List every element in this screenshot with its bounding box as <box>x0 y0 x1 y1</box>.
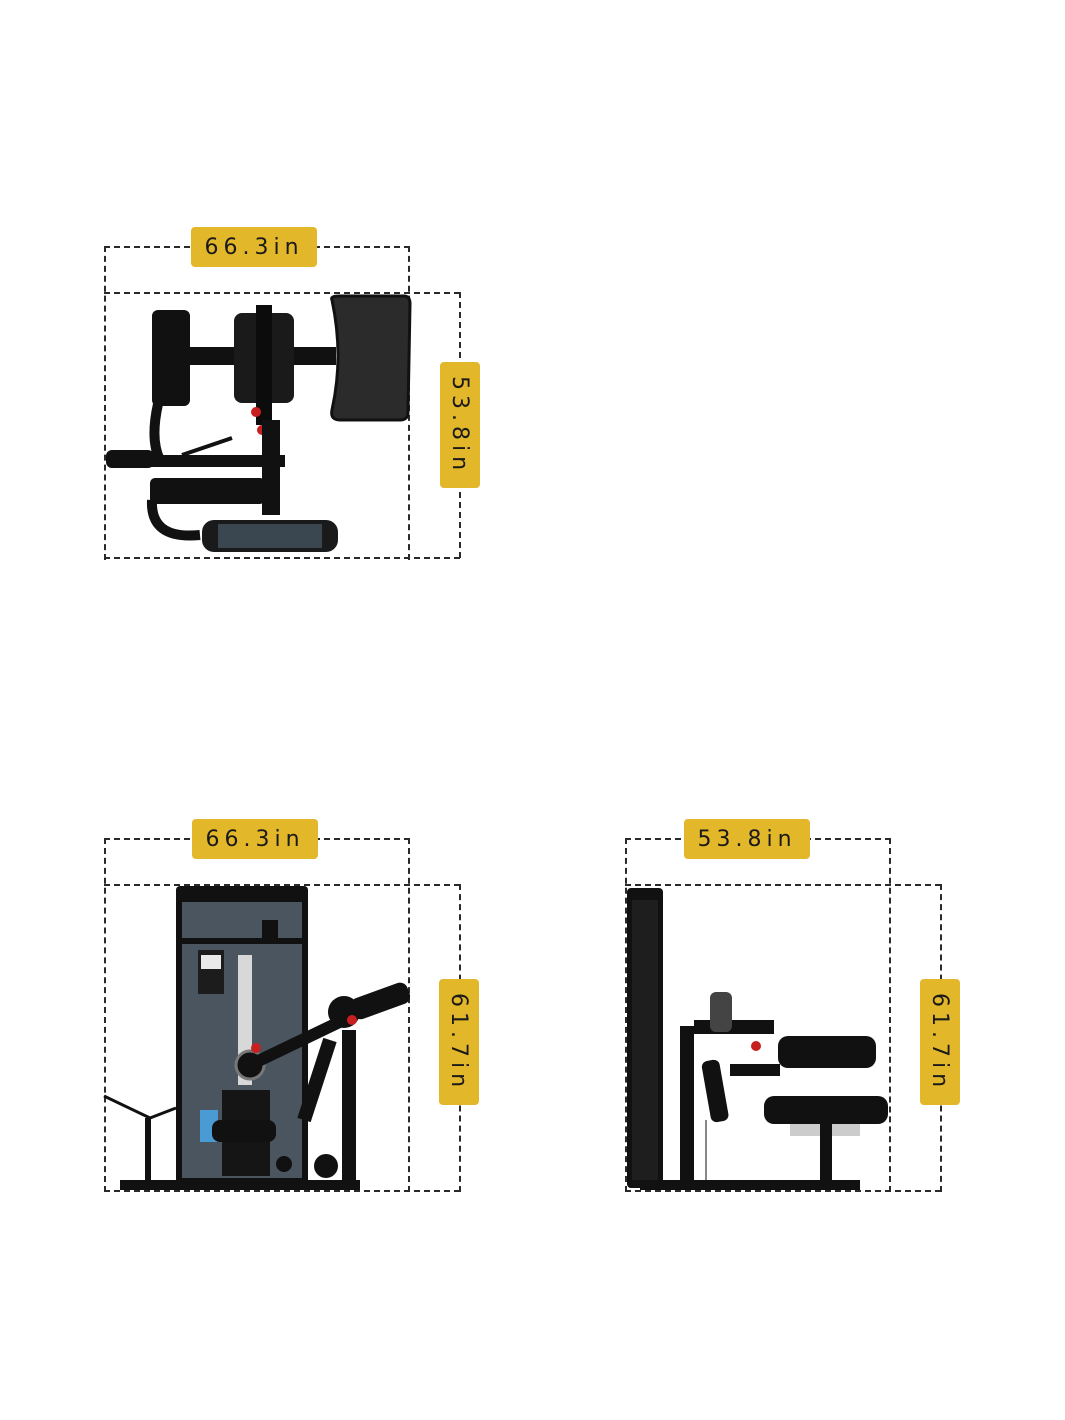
top-depth-label: 53.8in <box>440 362 480 488</box>
front-width-label-text: 66.3in <box>205 826 305 852</box>
top-width-left-tick <box>104 246 106 560</box>
side-width-label-text: 53.8in <box>697 826 797 852</box>
side-height-bottom-line <box>625 1190 941 1192</box>
side-height-top-line <box>625 884 941 886</box>
side-width-left-tick <box>625 838 627 1192</box>
top-depth-top-line <box>104 292 460 294</box>
top-depth-bottom-line <box>104 557 460 559</box>
side-height-label: 61.7in <box>920 979 960 1105</box>
side-width-label: 53.8in <box>684 819 810 859</box>
front-height-bottom-line <box>104 1190 460 1192</box>
front-width-label: 66.3in <box>192 819 318 859</box>
front-height-label: 61.7in <box>439 979 479 1105</box>
front-height-top-line <box>104 884 460 886</box>
side-width-right-tick <box>889 838 891 1192</box>
top-width-label: 66.3in <box>191 227 317 267</box>
side-height-label-text: 61.7in <box>927 992 953 1092</box>
front-width-left-tick <box>104 838 106 1192</box>
front-width-right-tick <box>408 838 410 1192</box>
top-width-label-text: 66.3in <box>204 234 304 260</box>
